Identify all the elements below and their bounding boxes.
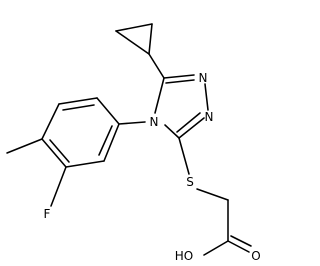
bond-methyl (6, 138, 43, 154)
triazole-ring (154, 74, 209, 139)
bond-ar-c3-c4 (41, 103, 60, 140)
atom-label-sulfur: S (186, 175, 194, 189)
atom-label-n1: N (199, 71, 208, 85)
atom-label-carbonyl-oxygen: O (251, 249, 260, 263)
bond-n2-c3-outer (178, 117, 205, 139)
atom-label-fluorine: F (44, 207, 51, 221)
bond-n4-c5 (154, 77, 165, 114)
bond-c3-to-sulfur (178, 137, 190, 175)
bond-c5-n1-inner (165, 79, 195, 84)
bond-n1-n2 (204, 83, 209, 111)
bond-cyclopropyl-to-triazole (148, 53, 165, 79)
cyclopropyl-ring (115, 23, 153, 55)
atom-label-n2: N (205, 110, 214, 124)
atom-label-hydroxyl: HO (175, 249, 193, 263)
bond-cyclopropyl-3 (148, 23, 153, 55)
bond-ar-c2-c3-inner (62, 104, 95, 111)
bond-fluoro (50, 166, 67, 207)
bond-cyclopropyl-1 (115, 30, 150, 55)
bond-c5-n1-outer (163, 74, 195, 79)
bond-ar-c6-c1 (103, 123, 120, 162)
bond-ar-c5-c6 (65, 160, 105, 168)
bond-sulfur-to-ch2 (196, 188, 229, 201)
bond-n4-to-aryl (118, 121, 146, 125)
bond-carbonyl-outer (227, 240, 250, 253)
bond-ar-c2-c3 (58, 97, 98, 105)
chemical-structure: N N N S F HO O (6, 23, 261, 263)
bond-carbonyl-inner (230, 235, 252, 247)
bond-ar-c4-c5-inner (49, 139, 70, 163)
bond-c3-n4 (164, 124, 180, 139)
atom-label-n4: N (150, 115, 159, 129)
bond-ar-c6-c1-inner (98, 125, 113, 156)
phenyl-ring (41, 97, 120, 168)
bond-carboxyl-to-oh (203, 240, 229, 256)
bond-n2-c3-inner (176, 112, 201, 133)
bond-cyclopropyl-2 (115, 23, 153, 32)
bond-ar-c1-c2 (96, 97, 120, 125)
bond-ar-c4-c5 (41, 138, 67, 168)
